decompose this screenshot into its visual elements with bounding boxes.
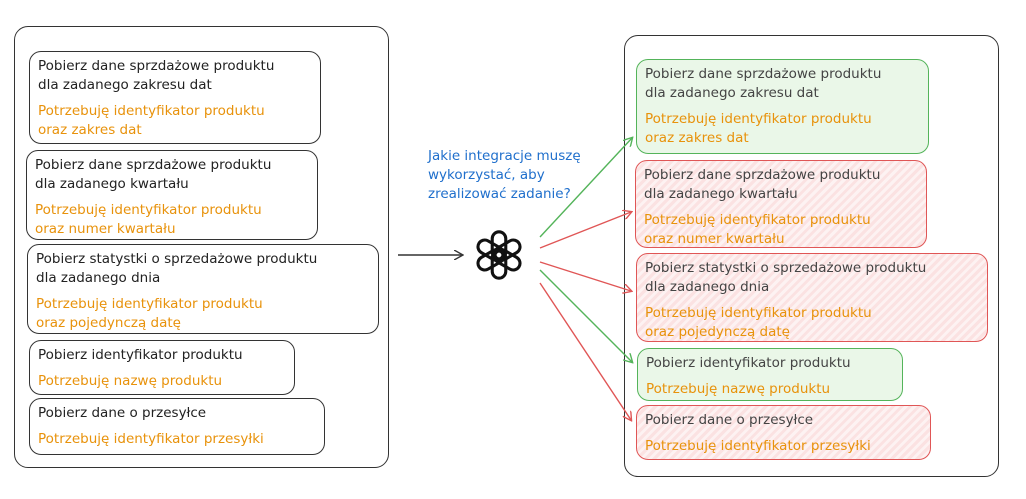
card-requirement: Potrzebuję identyfikator przesyłki bbox=[645, 438, 871, 454]
card-requirement: Potrzebuję identyfikator produktu oraz z… bbox=[38, 103, 265, 138]
card-requirement: Potrzebuję identyfikator przesyłki bbox=[38, 431, 264, 447]
card-title: Pobierz identyfikator produktu bbox=[646, 355, 851, 371]
card-title: Pobierz dane sprzdażowe produktu dla zad… bbox=[38, 58, 275, 93]
right-card-5: Pobierz dane o przesyłce Potrzebuję iden… bbox=[636, 405, 931, 460]
integrations-panel-left bbox=[14, 26, 389, 468]
arrow-to-card-1 bbox=[539, 138, 632, 238]
integrations-panel-right bbox=[624, 35, 999, 477]
card-title: Pobierz statystki o sprzedażowe produktu… bbox=[645, 260, 927, 295]
arrow-to-card-5 bbox=[539, 282, 631, 420]
card-requirement: Potrzebuję identyfikator produktu oraz p… bbox=[36, 296, 263, 331]
right-card-3: Pobierz statystki o sprzedażowe produktu… bbox=[636, 253, 988, 342]
card-title: Pobierz identyfikator produktu bbox=[38, 347, 243, 363]
openai-logo-icon bbox=[476, 230, 522, 280]
card-title: Pobierz dane sprzdażowe produktu dla zad… bbox=[644, 167, 881, 202]
card-requirement: Potrzebuję identyfikator produktu oraz p… bbox=[645, 305, 872, 340]
card-title: Pobierz dane o przesyłce bbox=[38, 405, 207, 421]
arrow-to-card-3 bbox=[539, 261, 631, 291]
card-title: Pobierz dane sprzdażowe produktu dla zad… bbox=[645, 66, 882, 101]
right-card-1: Pobierz dane sprzdażowe produktu dla zad… bbox=[636, 59, 929, 154]
card-requirement: Potrzebuję identyfikator produktu oraz n… bbox=[35, 202, 262, 237]
left-card-2: Pobierz dane sprzdażowe produktu dla zad… bbox=[26, 150, 318, 240]
left-card-1: Pobierz dane sprzdażowe produktu dla zad… bbox=[29, 51, 321, 144]
right-card-4: Pobierz identyfikator produktu Potrzebuj… bbox=[637, 348, 903, 401]
card-requirement: Potrzebuję nazwę produktu bbox=[38, 373, 223, 389]
left-card-5: Pobierz dane o przesyłce Potrzebuję iden… bbox=[29, 398, 325, 455]
left-card-4: Pobierz identyfikator produktu Potrzebuj… bbox=[29, 340, 295, 395]
card-title: Pobierz statystki o sprzedażowe produktu… bbox=[36, 251, 318, 286]
right-card-2: Pobierz dane sprzdażowe produktu dla zad… bbox=[635, 160, 927, 248]
question-text: Jakie integracje muszę wykorzystać, aby … bbox=[428, 148, 581, 202]
arrow-to-card-2 bbox=[539, 212, 631, 249]
card-requirement: Potrzebuję identyfikator produktu oraz n… bbox=[644, 212, 871, 247]
card-title: Pobierz dane o przesyłce bbox=[645, 412, 814, 428]
card-title: Pobierz dane sprzdażowe produktu dla zad… bbox=[35, 157, 272, 192]
arrow-to-card-4 bbox=[539, 269, 632, 362]
card-requirement: Potrzebuję nazwę produktu bbox=[646, 381, 831, 397]
card-requirement: Potrzebuję identyfikator produktu oraz z… bbox=[645, 111, 872, 146]
left-card-3: Pobierz statystki o sprzedażowe produktu… bbox=[27, 244, 379, 334]
